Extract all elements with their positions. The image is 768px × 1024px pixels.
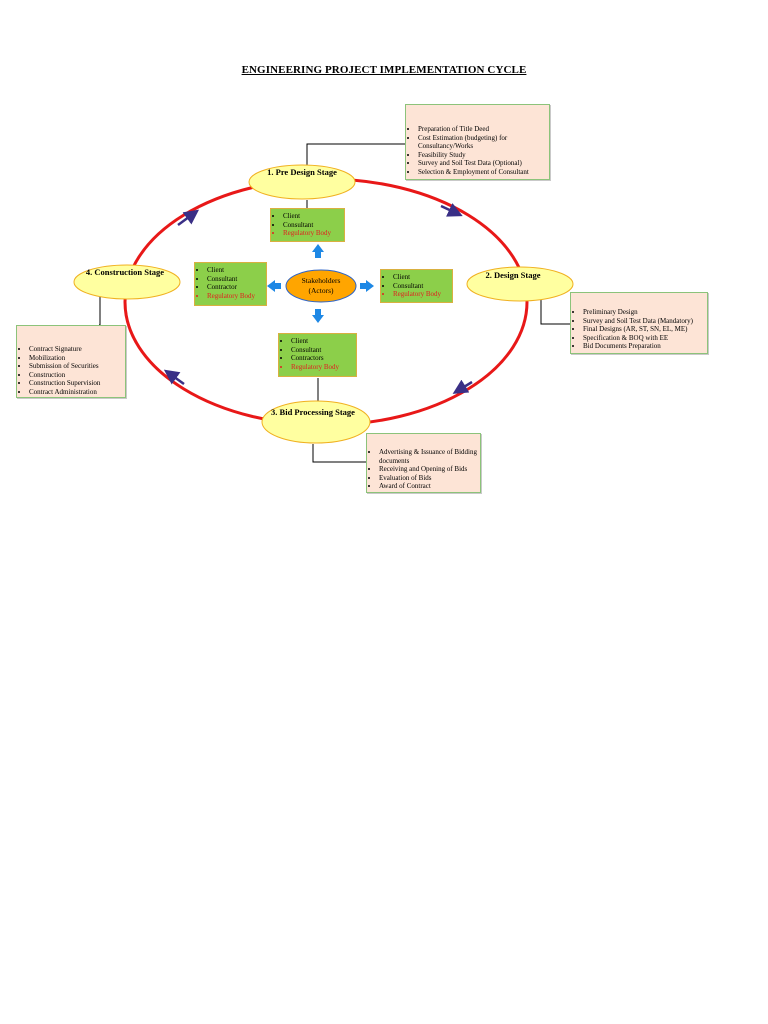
stage-pre-design-label: 1. Pre Design Stage	[267, 167, 337, 177]
stakeholders-top-box: Client Consultant Regulatory Body	[270, 208, 345, 242]
list-item: Consultant	[393, 282, 450, 291]
list-item: Consultant	[291, 346, 354, 355]
stage-bid-node	[261, 400, 371, 444]
stakeholders-right-box: Client Consultant Regulatory Body	[380, 269, 453, 303]
down-arrow-icon	[312, 309, 324, 323]
stakeholders-left-list: Client Consultant Contractor Regulatory …	[195, 266, 264, 300]
list-item: Regulatory Body	[291, 363, 354, 372]
list-item: Receiving and Opening of Bids	[379, 465, 477, 474]
list-item: Feasibility Study	[418, 151, 545, 160]
list-item: Preliminary Design	[583, 308, 703, 317]
stage-design-node	[466, 266, 574, 302]
list-item: Submission of Securities	[29, 362, 123, 371]
construction-activities-list: Contract Signature Mobilization Submissi…	[17, 345, 123, 397]
right-arrow-icon	[360, 280, 374, 292]
flow-arrow	[163, 369, 185, 386]
list-item: Regulatory Body	[207, 292, 264, 301]
bid-activities-box: Advertising & Issuance of Bidding docume…	[366, 433, 481, 493]
list-item: Construction	[29, 371, 123, 380]
stakeholders-right-list: Client Consultant Regulatory Body	[381, 273, 450, 299]
flow-arrow	[440, 203, 463, 217]
list-item: Client	[291, 337, 354, 346]
list-item: Cost Estimation (budgeting) for Consulta…	[418, 134, 545, 151]
list-item: Bid Documents Preparation	[583, 342, 703, 351]
stakeholders-label: Stakeholders	[302, 276, 341, 285]
list-item: Preparation of Title Deed	[418, 125, 545, 134]
list-item: Contractor	[207, 283, 264, 292]
flow-arrow	[452, 379, 473, 394]
stakeholder-arrows	[267, 244, 374, 323]
list-item: Evaluation of Bids	[379, 474, 477, 483]
list-item: Consultant	[207, 275, 264, 284]
stakeholders-node	[285, 269, 357, 303]
list-item: Construction Supervision	[29, 379, 123, 388]
stage-pre-design-node	[248, 164, 356, 200]
list-item: Regulatory Body	[393, 290, 450, 299]
list-item: Client	[283, 212, 342, 221]
left-arrow-icon	[267, 280, 281, 292]
stakeholders-bottom-list: Client Consultant Contractors Regulatory…	[279, 337, 354, 371]
design-activities-box: Preliminary Design Survey and Soil Test …	[570, 292, 708, 354]
stakeholders-bottom-box: Client Consultant Contractors Regulatory…	[278, 333, 357, 377]
list-item: Contract Signature	[29, 345, 123, 354]
list-item: Final Designs (AR, ST, SN, EL, ME)	[583, 325, 703, 334]
stakeholders-left-box: Client Consultant Contractor Regulatory …	[194, 262, 267, 306]
stage-construction-node	[73, 264, 181, 300]
actors-label: (Actors)	[309, 286, 334, 295]
up-arrow-icon	[312, 244, 324, 258]
pre-design-activities-list: Preparation of Title Deed Cost Estimatio…	[406, 125, 545, 177]
stage-bid-label: 3. Bid Processing Stage	[271, 407, 355, 417]
flow-arrows	[163, 203, 473, 394]
design-activities-list: Preliminary Design Survey and Soil Test …	[571, 308, 703, 351]
bid-activities-list: Advertising & Issuance of Bidding docume…	[367, 448, 477, 491]
list-item: Specification & BOQ with EE	[583, 334, 703, 343]
list-item: Advertising & Issuance of Bidding docume…	[379, 448, 477, 465]
stakeholders-top-list: Client Consultant Regulatory Body	[271, 212, 342, 238]
pre-design-activities-box: Preparation of Title Deed Cost Estimatio…	[405, 104, 550, 180]
list-item: Contractors	[291, 354, 354, 363]
list-item: Regulatory Body	[283, 229, 342, 238]
list-item: Survey and Soil Test Data (Optional)	[418, 159, 545, 168]
stage-design-label: 2. Design Stage	[485, 270, 540, 280]
list-item: Survey and Soil Test Data (Mandatory)	[583, 317, 703, 326]
list-item: Award of Contract	[379, 482, 477, 491]
list-item: Mobilization	[29, 354, 123, 363]
flow-arrow	[177, 209, 200, 227]
list-item: Client	[207, 266, 264, 275]
list-item: Contract Administration	[29, 388, 123, 397]
diagram-title: ENGINEERING PROJECT IMPLEMENTATION CYCLE	[241, 64, 527, 76]
list-item: Client	[393, 273, 450, 282]
construction-activities-box: Contract Signature Mobilization Submissi…	[16, 325, 126, 398]
stage-construction-label: 4. Construction Stage	[86, 267, 164, 277]
list-item: Selection & Employment of Consultant	[418, 168, 545, 177]
list-item: Consultant	[283, 221, 342, 230]
